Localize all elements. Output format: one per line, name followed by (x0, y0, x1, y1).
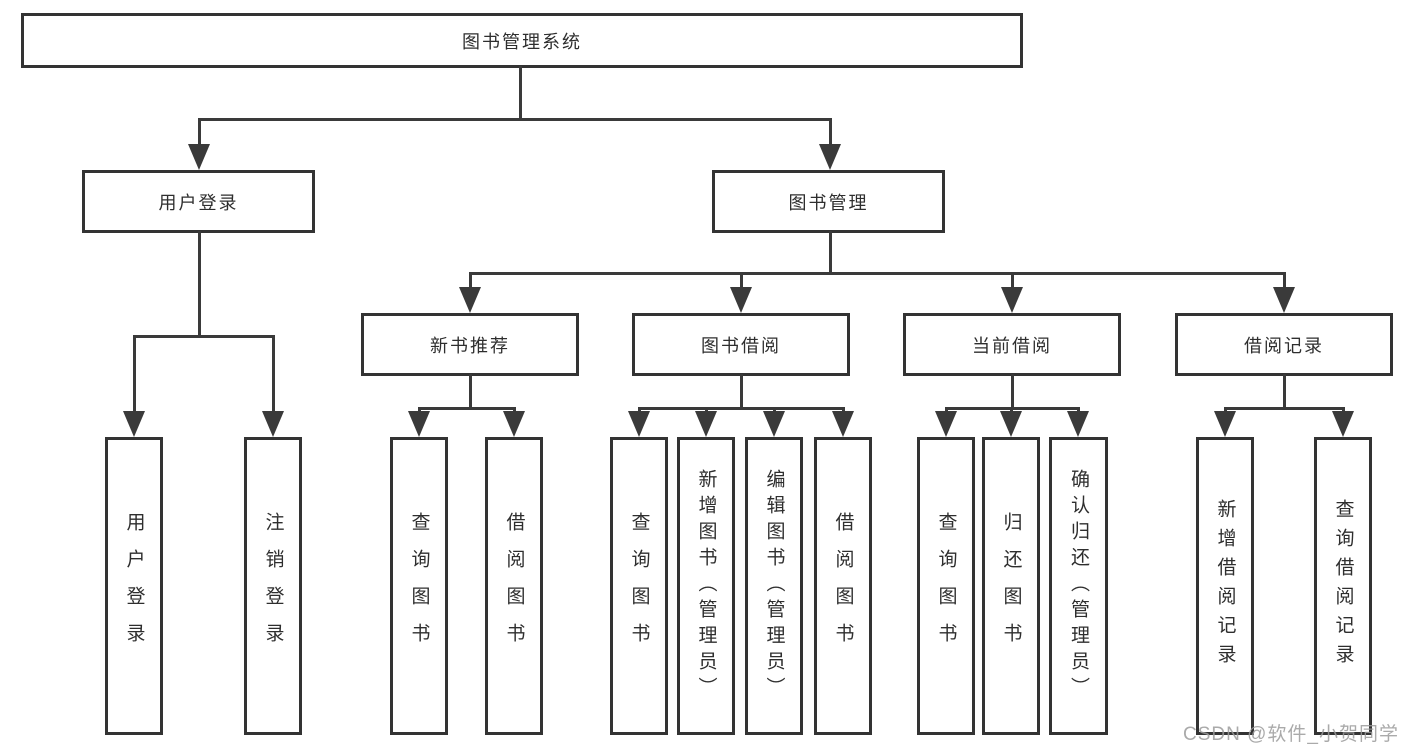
leaf-borrow-borrow-books: 借阅图书 (814, 437, 872, 735)
leaf-borrow-query-books: 查询图书 (610, 437, 668, 735)
arrow-book-management (819, 144, 841, 170)
connector-stem-current-borrow (1011, 272, 1014, 291)
node-root-label: 图书管理系统 (462, 31, 582, 52)
arrow-leaf-logout (262, 411, 284, 437)
leaf-borrow-borrow-books-label: 借阅图书 (832, 512, 854, 660)
connector-stem-user-login (198, 118, 201, 148)
leaf-borrow-query-books-label: 查询图书 (628, 512, 650, 660)
connector-root-stub (519, 66, 522, 120)
leaf-recommend-borrow-books-label: 借阅图书 (503, 512, 525, 660)
arrow-leaf (1332, 411, 1354, 437)
leaf-current-confirm-return-admin: 确认归还（管理员） (1049, 437, 1108, 735)
node-current-borrow-label: 当前借阅 (972, 335, 1052, 356)
node-root: 图书管理系统 (21, 13, 1023, 68)
arrow-leaf (503, 411, 525, 437)
arrow-leaf (695, 411, 717, 437)
node-new-book-recommend: 新书推荐 (361, 313, 579, 376)
leaf-recommend-query-books-label: 查询图书 (408, 512, 430, 660)
connector-stem-new-book (469, 272, 472, 291)
leaf-logout: 注销登录 (244, 437, 302, 735)
leaf-current-query-books-label: 查询图书 (935, 512, 957, 660)
connector-stem-book-borrow (740, 272, 743, 291)
node-user-login: 用户登录 (82, 170, 315, 233)
connector-stem-leaf-logout (272, 335, 275, 415)
connector-book-borrow-stub (740, 374, 743, 410)
arrow-leaf-user-login (123, 411, 145, 437)
connector-stem-leaf-user-login (133, 335, 136, 415)
leaf-current-return-books-label: 归还图书 (1000, 512, 1022, 660)
leaf-logout-label: 注销登录 (262, 512, 284, 660)
node-book-borrow: 图书借阅 (632, 313, 850, 376)
arrow-leaf (832, 411, 854, 437)
arrow-leaf (763, 411, 785, 437)
arrow-leaf (628, 411, 650, 437)
leaf-recommend-query-books: 查询图书 (390, 437, 448, 735)
arrow-current-borrow (1001, 287, 1023, 313)
leaf-records-query-record-label: 查询借阅记录 (1332, 499, 1354, 673)
connector-user-login-rail (133, 335, 275, 338)
connector-book-management-stub (829, 231, 832, 274)
arrow-user-login (188, 144, 210, 170)
leaf-borrow-edit-books-admin: 编辑图书（管理员） (745, 437, 803, 735)
leaf-current-return-books: 归还图书 (982, 437, 1040, 735)
connector-stem-borrow-records (1283, 272, 1286, 291)
arrow-leaf (935, 411, 957, 437)
arrow-leaf (1067, 411, 1089, 437)
leaf-user-login: 用户登录 (105, 437, 163, 735)
leaf-borrow-edit-books-admin-label: 编辑图书（管理员） (763, 469, 785, 703)
node-user-login-label: 用户登录 (158, 192, 239, 213)
connector-root-rail (198, 118, 832, 121)
leaf-borrow-add-books-admin: 新增图书（管理员） (677, 437, 735, 735)
connector-new-book-stub (469, 374, 472, 410)
node-borrow-records: 借阅记录 (1175, 313, 1393, 376)
arrow-new-book (459, 287, 481, 313)
node-book-management: 图书管理 (712, 170, 945, 233)
arrow-book-borrow (730, 287, 752, 313)
connector-new-book-rail (418, 407, 516, 410)
connector-book-borrow-rail (638, 407, 845, 410)
leaf-records-add-record-label: 新增借阅记录 (1214, 499, 1236, 673)
leaf-borrow-add-books-admin-label: 新增图书（管理员） (695, 469, 717, 703)
connector-book-management-rail (469, 272, 1286, 275)
arrow-leaf (408, 411, 430, 437)
connector-user-login-stub (198, 231, 201, 338)
arrow-leaf (1000, 411, 1022, 437)
node-borrow-records-label: 借阅记录 (1244, 335, 1324, 356)
leaf-records-add-record: 新增借阅记录 (1196, 437, 1254, 735)
node-new-book-recommend-label: 新书推荐 (430, 335, 510, 356)
node-book-borrow-label: 图书借阅 (701, 335, 781, 356)
node-current-borrow: 当前借阅 (903, 313, 1121, 376)
arrow-borrow-records (1273, 287, 1295, 313)
arrow-leaf (1214, 411, 1236, 437)
connector-current-borrow-stub (1011, 374, 1014, 410)
csdn-watermark: CSDN @软件_小贺同学 (1183, 724, 1399, 745)
leaf-current-query-books: 查询图书 (917, 437, 975, 735)
leaf-user-login-label: 用户登录 (123, 512, 145, 660)
leaf-records-query-record: 查询借阅记录 (1314, 437, 1372, 735)
node-book-management-label: 图书管理 (788, 192, 869, 213)
leaf-current-confirm-return-admin-label: 确认归还（管理员） (1068, 469, 1089, 703)
connector-stem-book-management (829, 118, 832, 148)
connector-borrow-records-rail (1224, 407, 1344, 410)
connector-borrow-records-stub (1283, 374, 1286, 410)
leaf-recommend-borrow-books: 借阅图书 (485, 437, 543, 735)
